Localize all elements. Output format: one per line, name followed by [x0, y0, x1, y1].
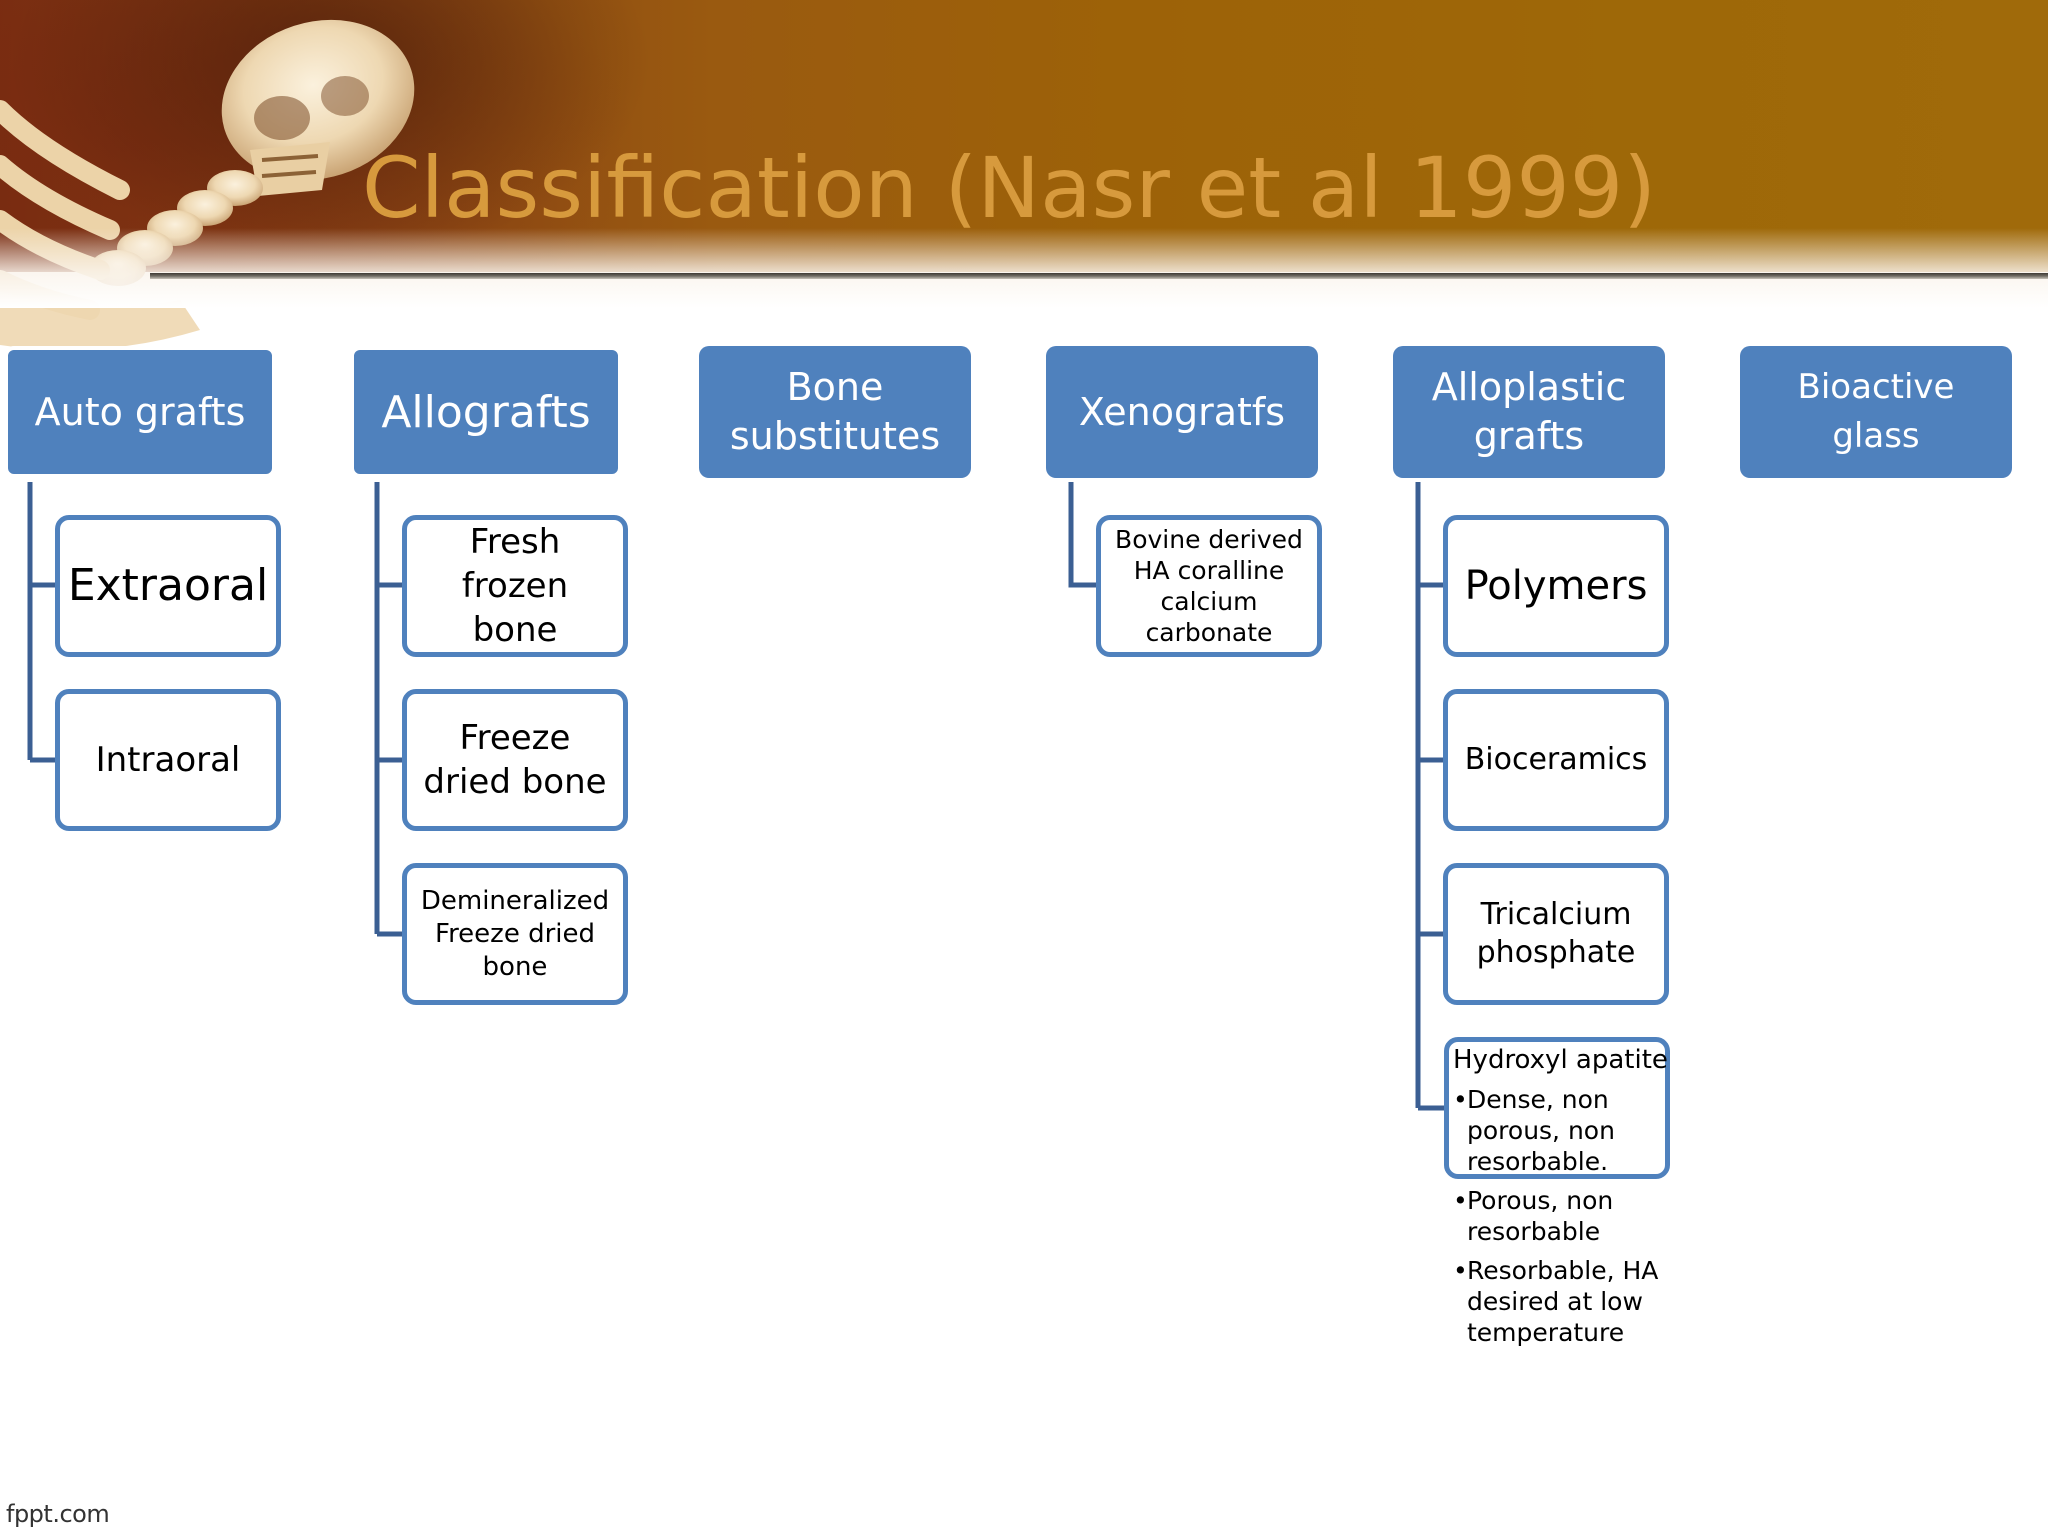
subtype-label: Demineralized Freeze dried bone	[420, 885, 610, 982]
bullet-dot: •	[1453, 1186, 1468, 1215]
category-label: Alloplastic grafts	[1431, 365, 1627, 458]
category-label: Allografts	[381, 386, 591, 438]
subtype-label: Extraoral	[67, 560, 269, 611]
bullet-item: •Porous, non resorbable	[1453, 1186, 1614, 1246]
subtype-label: Intraoral	[95, 740, 241, 780]
subtype-extraoral: Extraoral	[55, 515, 281, 657]
bullet-dot: •	[1453, 1256, 1468, 1285]
skull-icon	[221, 19, 415, 196]
bullet-item: •Dense, non porous, non resorbable.	[1453, 1085, 1615, 1176]
subtype-tricalcium-phosphate: Tricalcium phosphate	[1443, 863, 1669, 1005]
subtype-polymers: Polymers	[1443, 515, 1669, 657]
subtype-fresh-frozen-bone: Fresh frozen bone	[402, 515, 628, 657]
hydroxyl-apatite-title: Hydroxyl apatite	[1453, 1045, 1668, 1075]
connector-line	[27, 482, 58, 763]
bullet-item: •Resorbable, HA desired at low temperatu…	[1453, 1256, 1659, 1347]
subtype-freeze-dried-bone: Freeze dried bone	[402, 689, 628, 831]
connector-line	[374, 482, 405, 937]
category-auto-grafts: Auto grafts	[4, 346, 276, 478]
subtype-label: Freeze dried bone	[423, 718, 607, 802]
hydroxyl-apatite-bullets: •Dense, non porous, non resorbable. •Por…	[1453, 1084, 1753, 1348]
category-bioactive-glass: Bioactive glass	[1740, 346, 2012, 478]
subtype-label: Polymers	[1464, 563, 1648, 609]
header-divider-line	[150, 273, 2048, 279]
footer-watermark: fppt.com	[6, 1500, 110, 1528]
slide-title: Classification (Nasr et al 1999)	[362, 139, 1656, 237]
category-label: Bioactive glass	[1797, 367, 1955, 456]
category-label: Bone substitutes	[729, 365, 941, 458]
connector-line	[1068, 482, 1099, 588]
subtype-label: Bovine derived HA coralline calcium carb…	[1115, 525, 1303, 647]
subtype-demineralized-freeze-dried-bone: Demineralized Freeze dried bone	[402, 863, 628, 1005]
hydroxyl-apatite-content: Hydroxyl apatite •Dense, non porous, non…	[1453, 1042, 1753, 1356]
category-xenografts: Xenogratfs	[1046, 346, 1318, 478]
subtype-bovine-derived: Bovine derived HA coralline calcium carb…	[1096, 515, 1322, 657]
subtype-label: Bioceramics	[1464, 742, 1648, 777]
subtype-bioceramics: Bioceramics	[1443, 689, 1669, 831]
bullet-dot: •	[1453, 1085, 1468, 1114]
category-alloplastic-grafts: Alloplastic grafts	[1393, 346, 1665, 478]
subtype-hydroxyl-apatite	[1444, 1037, 1670, 1179]
subtype-label: Tricalcium phosphate	[1476, 897, 1636, 970]
subtype-intraoral: Intraoral	[55, 689, 281, 831]
category-allografts: Allografts	[350, 346, 622, 478]
header-fade	[0, 228, 2048, 308]
category-label: Xenogratfs	[1078, 389, 1286, 434]
subtype-label: Fresh frozen bone	[461, 522, 569, 650]
connector-line	[1415, 482, 1446, 1111]
category-label: Auto grafts	[34, 389, 246, 434]
category-bone-substitutes: Bone substitutes	[699, 346, 971, 478]
